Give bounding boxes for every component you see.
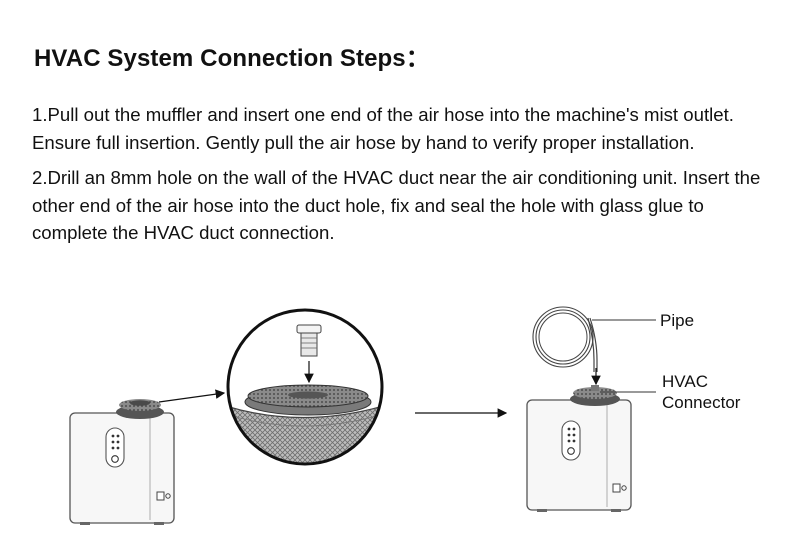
coiled-pipe (532, 306, 598, 372)
step-2-text: 2.Drill an 8mm hole on the wall of the H… (32, 167, 761, 243)
machine-right (526, 385, 632, 512)
page-title: HVAC System Connection Steps： (34, 45, 430, 72)
pointer-arrow (158, 389, 226, 403)
connection-diagram: Pipe HVAC Connector (69, 306, 741, 525)
pipe-label: Pipe (660, 311, 694, 330)
connector-label-line1: HVAC (662, 372, 708, 391)
machine-left (69, 399, 175, 525)
zoom-detail (226, 308, 384, 466)
steps-list: 1.Pull out the muffler and insert one en… (32, 101, 762, 255)
step-1-text: 1.Pull out the muffler and insert one en… (32, 104, 734, 153)
connector-label-line2: Connector (662, 393, 741, 412)
